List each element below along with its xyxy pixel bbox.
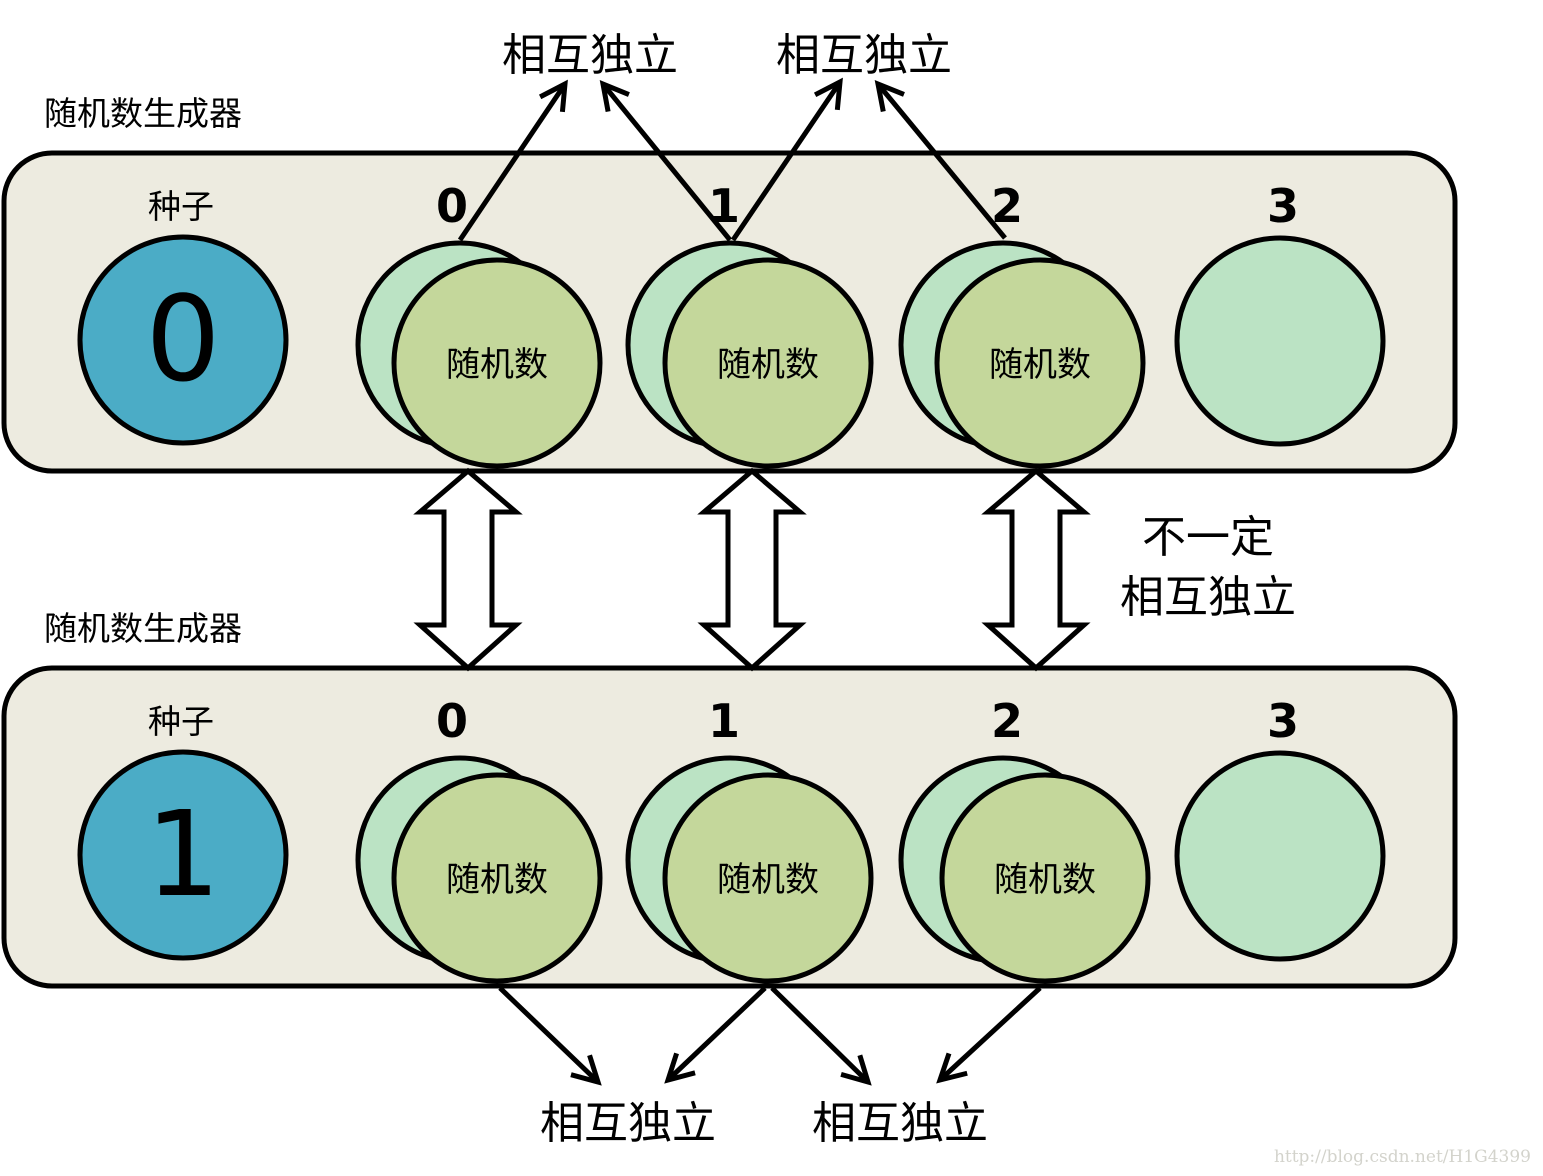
cross-label-line1: 不一定	[1142, 512, 1274, 563]
empty-slot-circle	[1174, 750, 1386, 962]
arrow-bottom-1b-head-icon	[840, 1054, 872, 1086]
random-number-circle	[391, 257, 603, 469]
random-number-circle	[391, 772, 603, 984]
top-independent-label-1: 相互独立	[776, 30, 952, 81]
cross-label-line2: 相互独立	[1120, 572, 1296, 623]
arrow-bottom-0-head-icon	[570, 1054, 602, 1086]
arrow-top-2-head-icon	[874, 79, 905, 112]
seed-circle	[77, 749, 289, 961]
arrow-top-1a-head-icon	[599, 79, 630, 112]
index-label-0: 0	[436, 694, 468, 748]
seed-circle	[77, 234, 289, 446]
index-label-3: 3	[1267, 694, 1299, 748]
arrow-top-0a-head-icon	[538, 79, 568, 113]
random-number-circle	[662, 772, 874, 984]
arrow-bottom-1a-shaft	[666, 986, 767, 1082]
random-number-circle	[939, 772, 1151, 984]
seed-label: 种子	[148, 187, 214, 226]
arrow-bottom-0-shaft	[498, 986, 600, 1084]
arrow-top-1a-shaft	[601, 82, 732, 242]
arrow-top-1b-head-icon	[813, 77, 843, 111]
arrow-bottom-2-shaft	[938, 986, 1042, 1082]
double-arrow-icon-1	[697, 467, 807, 672]
watermark: http://blog.csdn.net/H1G4399	[1274, 1147, 1531, 1167]
generator-title: 随机数生成器	[44, 94, 242, 133]
index-label-2: 2	[991, 694, 1023, 748]
random-number-label: 随机数	[717, 860, 819, 900]
double-arrow-icon-0	[413, 467, 523, 672]
random-number-label: 随机数	[989, 345, 1091, 385]
top-independent-label-0: 相互独立	[502, 30, 678, 81]
seed-value: 1	[145, 785, 220, 923]
index-label-3: 3	[1267, 179, 1299, 233]
arrow-bottom-2-head-icon	[936, 1052, 968, 1084]
index-label-0: 0	[436, 179, 468, 233]
arrow-top-0a-shaft	[457, 82, 568, 242]
empty-slot-circle	[1174, 235, 1386, 447]
random-number-label: 随机数	[446, 345, 548, 385]
random-number-label: 随机数	[446, 860, 548, 900]
index-label-1: 1	[708, 694, 740, 748]
bottom-independent-label-1: 相互独立	[812, 1098, 988, 1149]
bottom-independent-label-0: 相互独立	[540, 1098, 716, 1149]
random-number-label: 随机数	[717, 345, 819, 385]
seed-label: 种子	[148, 702, 214, 741]
random-number-circle	[662, 257, 874, 469]
random-number-circle	[934, 257, 1146, 469]
arrow-top-1b-shaft	[730, 80, 843, 242]
double-arrow-icon-2	[981, 467, 1091, 672]
arrow-bottom-1b-shaft	[770, 986, 870, 1084]
arrow-top-2-shaft	[876, 82, 1007, 240]
random-number-label: 随机数	[994, 860, 1096, 900]
arrow-bottom-1a-head-icon	[664, 1052, 696, 1084]
index-label-1: 1	[708, 179, 740, 233]
generator-title: 随机数生成器	[44, 609, 242, 648]
seed-value: 0	[145, 270, 220, 408]
